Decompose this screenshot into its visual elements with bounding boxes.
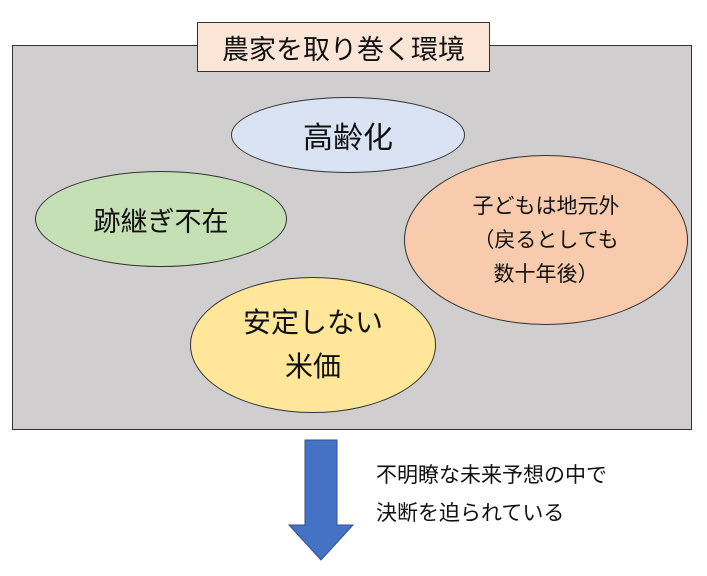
price-line-2: 米価 — [284, 350, 341, 383]
aging-label: 高齢化 — [303, 121, 393, 156]
successor-label: 跡継ぎ不在 — [93, 206, 229, 238]
aging-ellipse: 高齢化 — [231, 97, 465, 173]
price-line-1: 安定しない — [242, 306, 383, 339]
diagram-title: 農家を取り巻く環境 — [197, 22, 490, 72]
conclusion-line-2: 決断を迫られている — [376, 501, 565, 525]
children-line-1: 子どもは地元外 — [472, 194, 620, 218]
conclusion-text: 不明瞭な未来予想の中で 決断を迫られている — [376, 456, 607, 532]
successor-ellipse: 跡継ぎ不在 — [35, 171, 287, 267]
price-ellipse: 安定しない 米価 — [190, 277, 436, 413]
conclusion-line-1: 不明瞭な未来予想の中で — [376, 463, 607, 487]
children-line-2: （戻るとしても — [473, 228, 619, 252]
children-ellipse: 子どもは地元外 （戻るとしても 数十年後） — [404, 155, 688, 325]
children-line-3: 数十年後） — [493, 262, 599, 286]
